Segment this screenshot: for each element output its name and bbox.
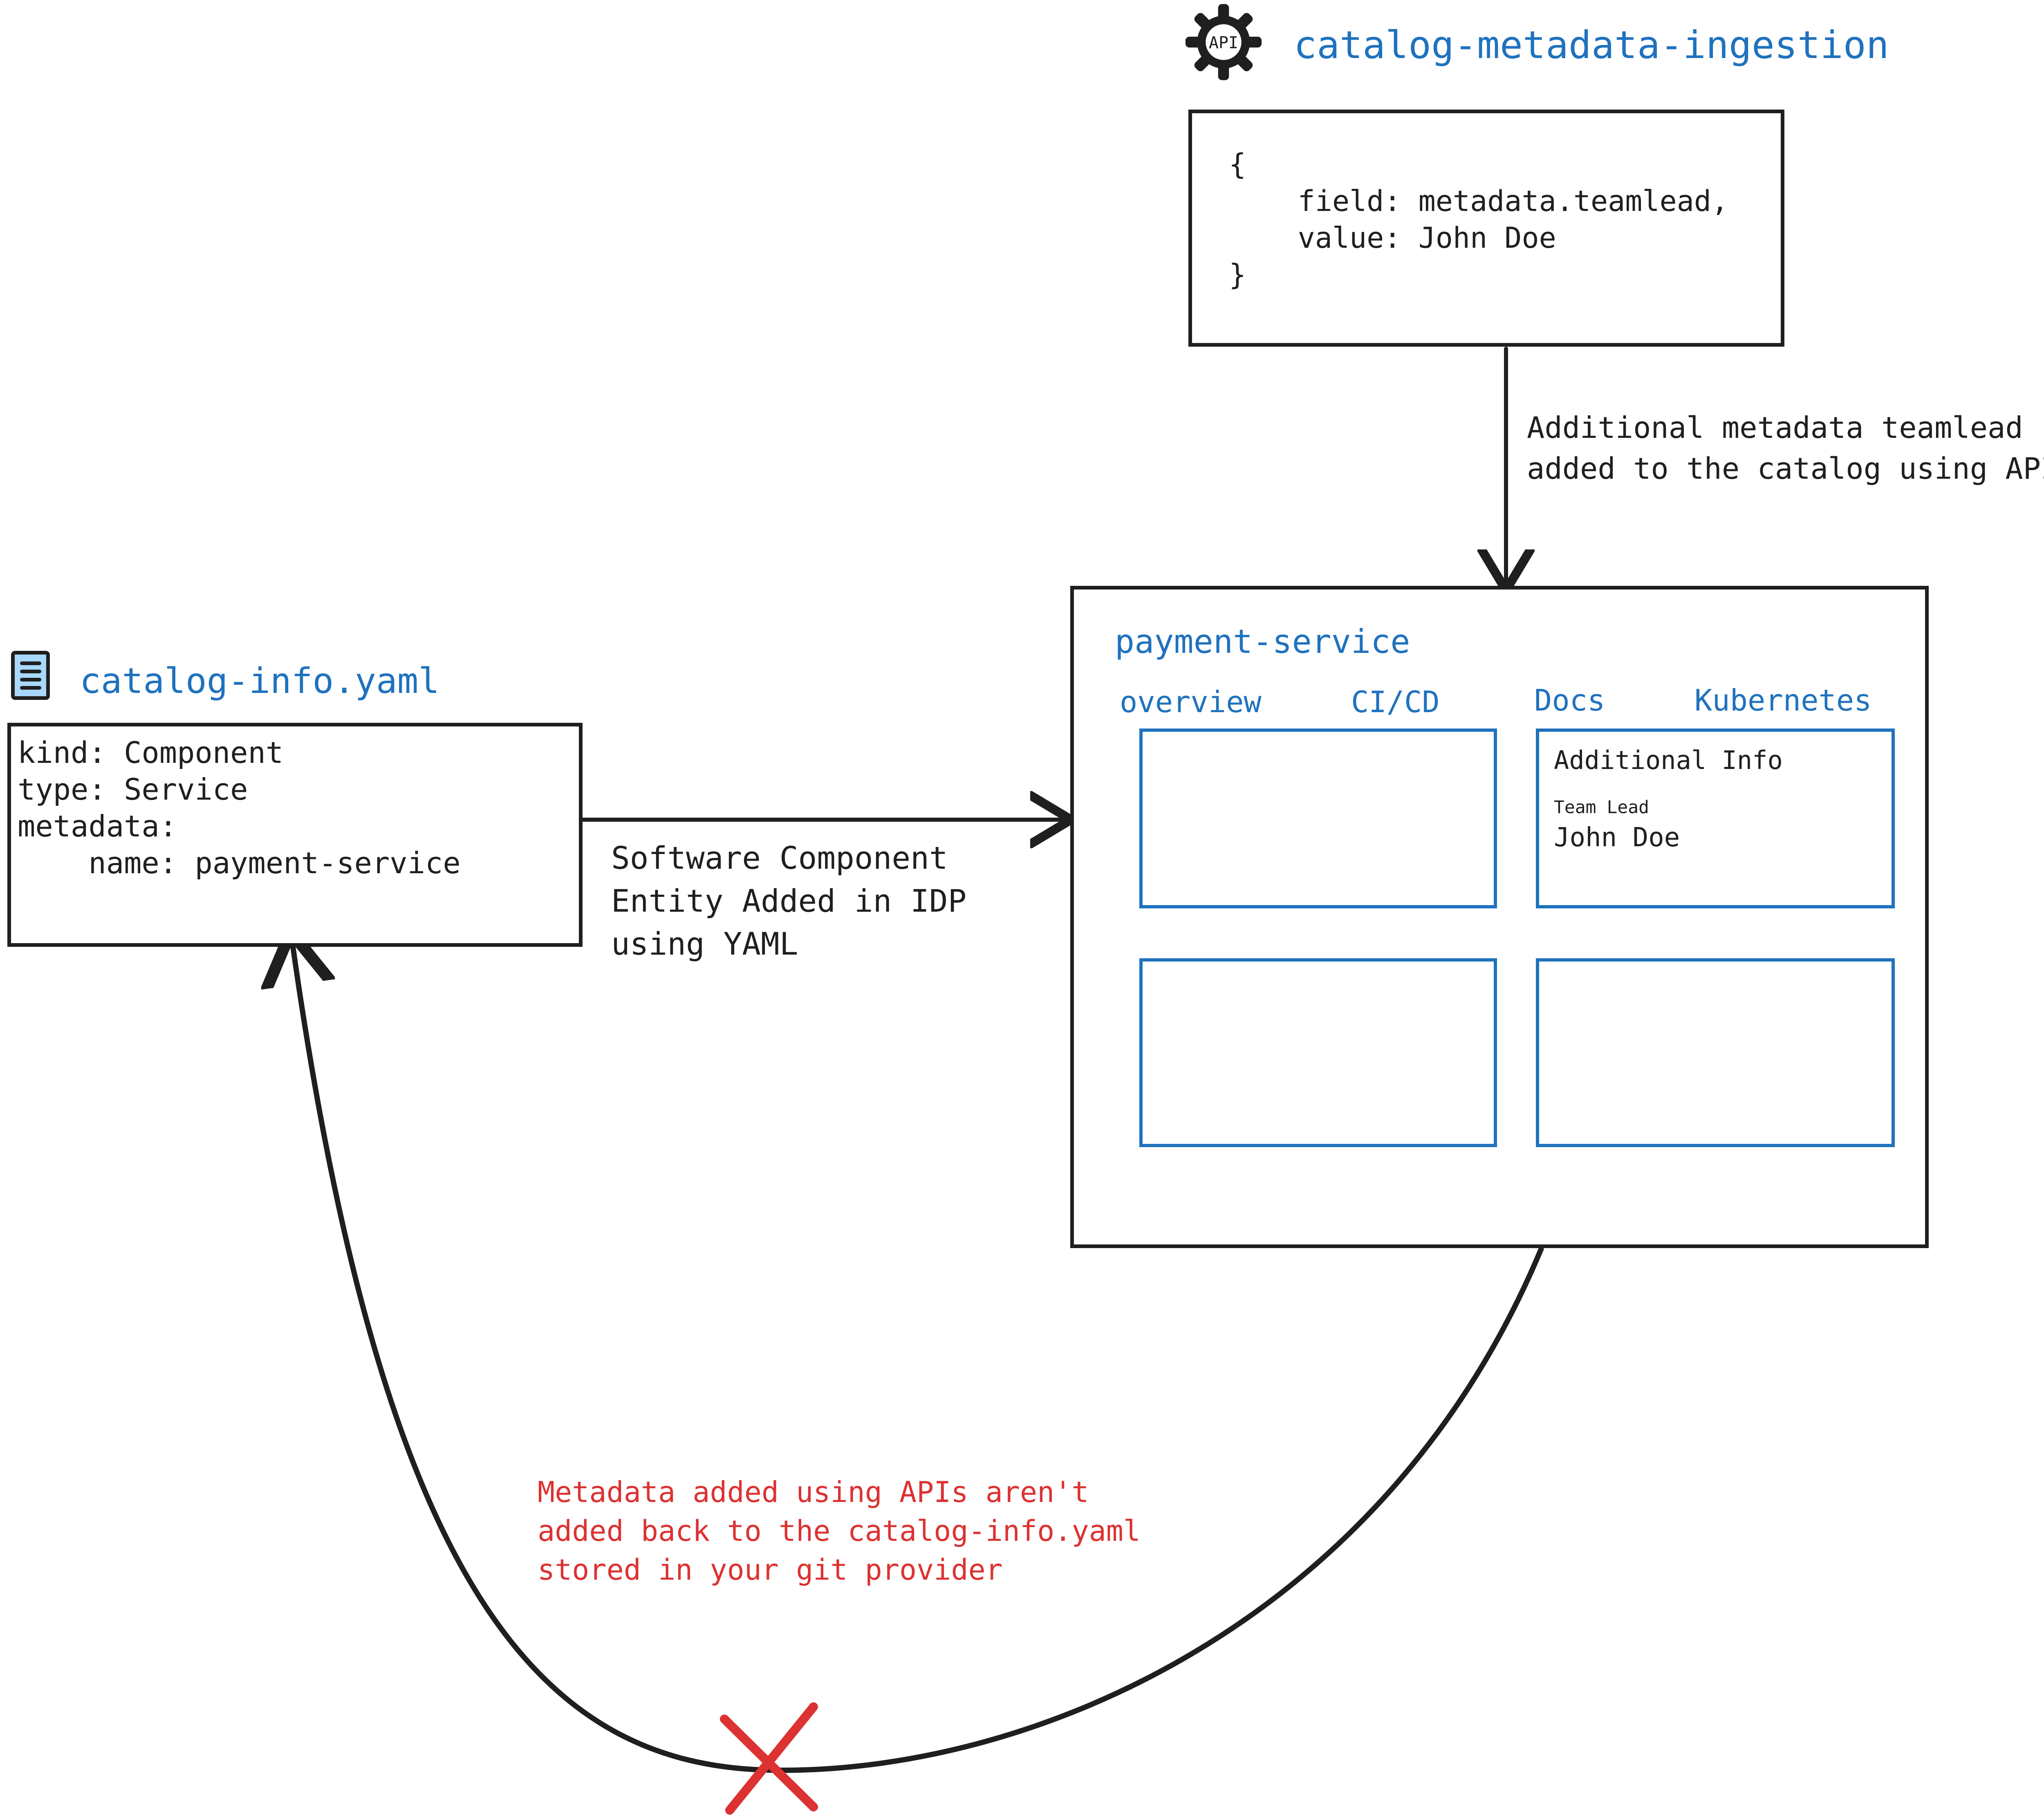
yaml-file-icon — [11, 651, 50, 700]
api-edge-label-line1: Additional metadata teamlead — [1527, 410, 2023, 445]
yaml-line-2: metadata: — [18, 809, 177, 843]
yaml-edge-label-line3: using YAML — [611, 926, 798, 962]
red-x-mark — [720, 1702, 818, 1815]
api-payload-line-1: field: metadata.teamlead, — [1229, 184, 1729, 218]
api-payload-line-3: } — [1229, 258, 1246, 291]
yaml-line-3: name: payment-service — [18, 846, 461, 880]
warning-note-line3: stored in your git provider — [538, 1553, 1003, 1587]
warning-note-line1: Metadata added using APIs aren't — [538, 1475, 1089, 1509]
warning-note-line2: added back to the catalog-info.yaml — [538, 1514, 1141, 1548]
yaml-icon-line — [20, 677, 41, 681]
yaml-icon-line — [20, 686, 41, 690]
yaml-line-0: kind: Component — [18, 735, 284, 770]
bottom-left-card[interactable] — [1139, 958, 1497, 1147]
api-icon-label: API — [1209, 34, 1238, 52]
yaml-icon-line — [20, 661, 41, 665]
yaml-edge-label-line2: Entity Added in IDP — [611, 883, 967, 919]
yaml-icon-line — [20, 669, 41, 673]
overview-card[interactable] — [1139, 729, 1497, 908]
team-lead-value: John Doe — [1554, 823, 1680, 853]
yaml-edge-label-line1: Software Component — [611, 840, 948, 876]
api-gear-icon: API — [1185, 3, 1262, 81]
api-payload-line-2: value: John Doe — [1229, 221, 1556, 255]
tab-kubernetes[interactable]: Kubernetes — [1694, 683, 1872, 717]
tab-docs[interactable]: Docs — [1534, 683, 1605, 717]
yaml-line-1: type: Service — [18, 772, 248, 807]
additional-info-card[interactable]: Additional Info Team Lead John Doe — [1536, 729, 1895, 908]
idp-entity-panel: payment-service overview CI/CD Docs Kube… — [1070, 586, 1929, 1248]
api-edge-label-line2: added to the catalog using APIs — [1527, 451, 2044, 486]
bottom-right-card[interactable] — [1536, 958, 1895, 1147]
team-lead-label: Team Lead — [1554, 797, 1649, 818]
panel-title: payment-service — [1115, 623, 1410, 661]
api-payload-box: { field: metadata.teamlead, value: John … — [1188, 110, 1784, 347]
api-node-title: catalog-metadata-ingestion — [1294, 23, 1889, 67]
api-payload-line-0: { — [1229, 148, 1246, 181]
additional-info-heading: Additional Info — [1554, 745, 1783, 775]
tab-overview[interactable]: overview — [1120, 685, 1262, 719]
yaml-node-title: catalog-info.yaml — [80, 661, 440, 702]
tab-cicd[interactable]: CI/CD — [1351, 685, 1440, 719]
yaml-content-box: kind: Component type: Service metadata: … — [7, 723, 583, 947]
